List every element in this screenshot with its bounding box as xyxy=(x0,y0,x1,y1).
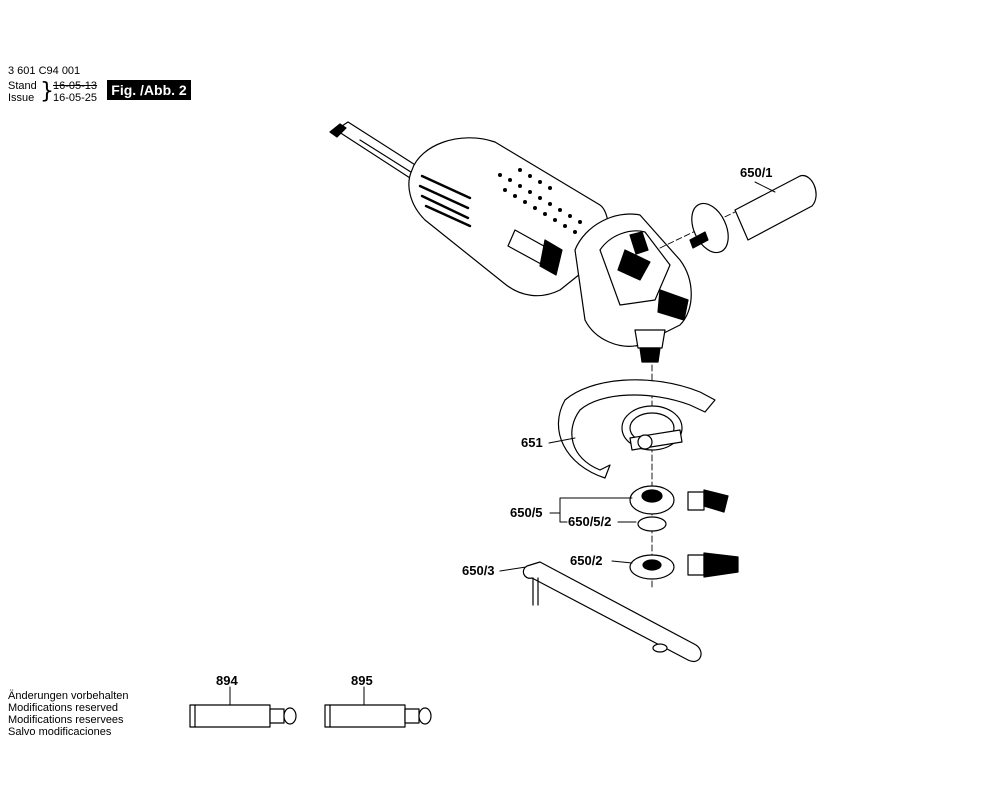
brace-glyph: } xyxy=(40,79,54,104)
grease-tube-894 xyxy=(189,704,297,728)
figure-label: Fig. /Abb. 2 xyxy=(107,80,191,100)
label-650-1: 650/1 xyxy=(740,165,773,180)
note-en: Modifications reserved xyxy=(8,702,119,714)
pin-spanner xyxy=(522,561,702,662)
issue-label: Issue xyxy=(8,92,35,104)
stand-date: 16-05-13 xyxy=(53,80,98,92)
label-650-5-2: 650/5/2 xyxy=(568,514,612,529)
clamping-nut xyxy=(629,554,675,580)
grease-tube-895 xyxy=(324,704,432,728)
label-650-5: 650/5 xyxy=(510,505,543,520)
nut-orientation-icon xyxy=(687,552,739,578)
leader-lines xyxy=(229,181,776,706)
label-650-2: 650/2 xyxy=(570,553,603,568)
label-894: 894 xyxy=(216,673,238,688)
label-650-3: 650/3 xyxy=(462,563,495,578)
gear-head xyxy=(574,213,692,363)
note-de: Änderungen vorbehalten xyxy=(8,690,129,702)
label-895: 895 xyxy=(351,673,373,688)
issue-date: 16-05-25 xyxy=(53,92,98,104)
label-651: 651 xyxy=(521,435,543,450)
wheel-guard xyxy=(557,379,716,479)
power-cord xyxy=(329,121,421,179)
mounting-flange xyxy=(629,485,675,532)
auxiliary-handle xyxy=(689,175,817,254)
stand-label: Stand xyxy=(8,80,37,92)
flange-orientation-icon xyxy=(687,489,729,513)
part-number: 3 601 C94 001 xyxy=(8,65,81,77)
note-es: Salvo modificaciones xyxy=(8,726,112,738)
note-fr: Modifications reservees xyxy=(8,714,124,726)
